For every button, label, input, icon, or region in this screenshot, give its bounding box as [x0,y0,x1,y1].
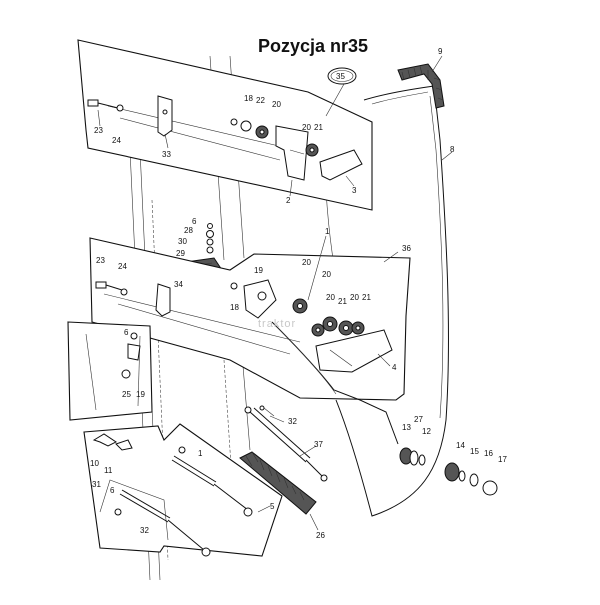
callout-20: 20 [302,258,311,267]
watermark: traktor [258,318,297,330]
callout-36: 36 [402,244,411,253]
callout-13: 13 [402,423,411,432]
door-pin-hardware [399,447,498,496]
door-seal-9 [397,63,445,109]
callout-19: 19 [254,266,263,275]
callout-2: 2 [286,196,291,205]
callout-15: 15 [470,447,479,456]
callout-27: 27 [414,415,423,424]
bellows-26 [239,451,317,515]
callout-17: 17 [498,455,507,464]
callout-12: 12 [422,427,431,436]
callout-8: 8 [450,145,455,154]
leader-lines [97,55,453,531]
callout-20: 20 [326,293,335,302]
callout-21: 21 [362,293,371,302]
upper-hinge-panel [77,39,373,211]
callout-28: 28 [184,226,193,235]
callout-4: 4 [392,363,397,372]
callout-1: 1 [198,449,203,458]
callout-6: 6 [192,217,197,226]
callout-16: 16 [484,449,493,458]
detail-box-left [67,321,153,421]
callout-20: 20 [272,100,281,109]
callout-32: 32 [288,417,297,426]
callout-3: 3 [352,186,357,195]
callout-30: 30 [178,237,187,246]
callout-11: 11 [104,466,113,475]
callout-29: 29 [176,249,185,258]
callout-33: 33 [162,150,171,159]
callout-14: 14 [456,441,465,450]
callout-21: 21 [338,297,347,306]
callout-34: 34 [174,280,183,289]
callout-20: 20 [302,123,311,132]
callout-19: 19 [136,390,145,399]
callout-31: 31 [92,480,101,489]
callout-1: 1 [325,227,330,236]
callout-18: 18 [230,303,239,312]
gas-strut-37 [244,405,328,482]
callout-21: 21 [314,123,323,132]
callout-9: 9 [438,47,443,56]
callout-18: 18 [244,94,253,103]
callout-5: 5 [270,502,275,511]
callout-23: 23 [94,126,103,135]
callout-22: 22 [256,96,265,105]
callout-labels: 35 9 8 23 24 33 18 22 20 20 21 3 2 6 28 … [90,47,507,540]
page-title: Pozycja nr35 [258,36,369,56]
callout-20: 20 [350,293,359,302]
callout-10: 10 [90,459,99,468]
callout-6: 6 [124,328,129,337]
lower-hinge-panel [89,237,411,445]
callout-37: 37 [314,440,323,449]
callout-35: 35 [336,72,345,81]
callout-6: 6 [110,486,115,495]
callout-25: 25 [122,390,131,399]
strut-assembly-box [83,423,283,557]
callout-26: 26 [316,531,325,540]
o-ring-35 [325,67,357,117]
callout-24: 24 [118,262,127,271]
callout-24: 24 [112,136,121,145]
callout-23: 23 [96,256,105,265]
callout-32: 32 [140,526,149,535]
callout-20: 20 [322,270,331,279]
